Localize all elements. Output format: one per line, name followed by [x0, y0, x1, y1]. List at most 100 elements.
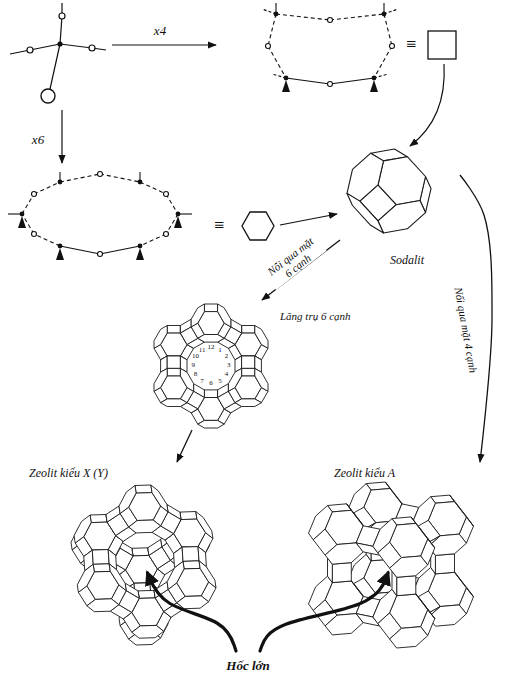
wedge-bond [136, 248, 144, 260]
cage-face [235, 399, 261, 407]
oxygen-atom [328, 18, 333, 23]
cage-face [167, 356, 180, 368]
zeolite-a-figure: Zeolit kiểu A [272, 462, 504, 652]
zeolite-x-framework [71, 485, 216, 645]
cage-face [106, 506, 120, 522]
bond [286, 78, 330, 84]
cage-face [242, 368, 255, 376]
figure-label: Sodalit [388, 254, 426, 268]
ring-position-number: 7 [199, 378, 205, 386]
cage-face [132, 625, 164, 638]
oxygen-atom [164, 232, 169, 237]
cage-face [347, 153, 384, 201]
bond [166, 194, 178, 214]
figure-label: Zeolit kiểu X (Y) [27, 467, 110, 481]
cage-face [242, 356, 255, 368]
six-ring-formula [8, 172, 192, 261]
cage-face [180, 368, 193, 391]
prism-figure: Lăng trụ 6 cạnh [145, 300, 365, 430]
silicon-atom [382, 12, 387, 17]
cage-face [74, 515, 91, 543]
bond [100, 246, 140, 254]
cage-face [183, 561, 200, 569]
multiplier-label: x4 [153, 24, 167, 38]
cage-face [390, 556, 428, 577]
ring-position-number: 8 [193, 371, 199, 379]
cage-face [450, 495, 474, 526]
connection-label: Nối qua mặt 4 cạnh [452, 285, 479, 375]
cage-face [132, 548, 149, 556]
cage-face [309, 506, 333, 540]
polyhedron [77, 564, 126, 612]
silicon-atom [58, 244, 63, 249]
square-symbol [428, 31, 456, 59]
cage-face [228, 368, 241, 391]
equivalence-sign: ≡ [212, 216, 226, 236]
cage-face [180, 512, 197, 520]
ring-position-number: 6 [208, 380, 214, 388]
cage-face [309, 576, 333, 610]
hexagonal-prism-ring [154, 304, 268, 428]
cage-face [119, 486, 136, 514]
bond [330, 78, 374, 84]
cage-face [135, 485, 152, 493]
sodalite-cage [347, 149, 431, 233]
figure-label: Zeolit kiểu A [332, 467, 397, 481]
silicon-atom [176, 212, 181, 217]
oxygen-atom [98, 172, 103, 177]
cage-face [196, 512, 213, 539]
oxygen-atom [41, 89, 55, 103]
ring-position-number: 4 [224, 371, 230, 379]
silicon-atom [58, 180, 63, 185]
silicon-atom [274, 12, 279, 17]
bond [384, 14, 392, 46]
cage-face [92, 550, 109, 565]
arrow [280, 214, 337, 225]
bond [50, 44, 60, 89]
zeolite-a-framework [309, 482, 474, 648]
oxygen-atom [32, 232, 37, 237]
bond [60, 16, 62, 44]
tetrahedron-unit [10, 3, 106, 103]
cage-face [77, 564, 94, 592]
cage-face [204, 304, 217, 312]
bond [30, 44, 60, 50]
hexagon-symbol [242, 212, 274, 240]
silicon-atom [57, 41, 62, 46]
sodalite-figure: Sodalit [340, 145, 460, 270]
bond [330, 14, 384, 20]
cage-face [90, 515, 107, 523]
ring-position-number: 1 [217, 347, 223, 355]
oxygen-atom [32, 192, 37, 197]
cage-face [182, 547, 199, 562]
oxygen-atom [98, 252, 103, 257]
cage-face [154, 326, 167, 349]
cage-face [255, 326, 268, 349]
figure-label: Lăng trụ 6 cạnh [278, 310, 353, 323]
cage-face [332, 563, 351, 583]
connector-arrow [177, 430, 192, 462]
cage-face [378, 157, 426, 205]
polyhedron [373, 517, 435, 577]
oxygen-atom [328, 82, 333, 87]
wedge-bond [18, 216, 26, 228]
cage-face [411, 517, 435, 548]
cavity-arrows [148, 573, 389, 651]
bond [268, 46, 286, 78]
cage-face [167, 561, 184, 589]
polyhedron [347, 149, 431, 233]
bond [140, 234, 166, 246]
cage-face [390, 627, 428, 648]
wedge-bond [56, 248, 64, 260]
cage-face [167, 326, 180, 334]
cage-face [347, 193, 384, 233]
ring-position-number: 9 [190, 362, 196, 370]
oxygen-atom [266, 44, 271, 49]
oxygen-atom [89, 45, 95, 51]
arrow [112, 44, 216, 45]
bond [60, 174, 100, 182]
cage-face [167, 368, 180, 376]
four-ring-formula [262, 3, 398, 92]
